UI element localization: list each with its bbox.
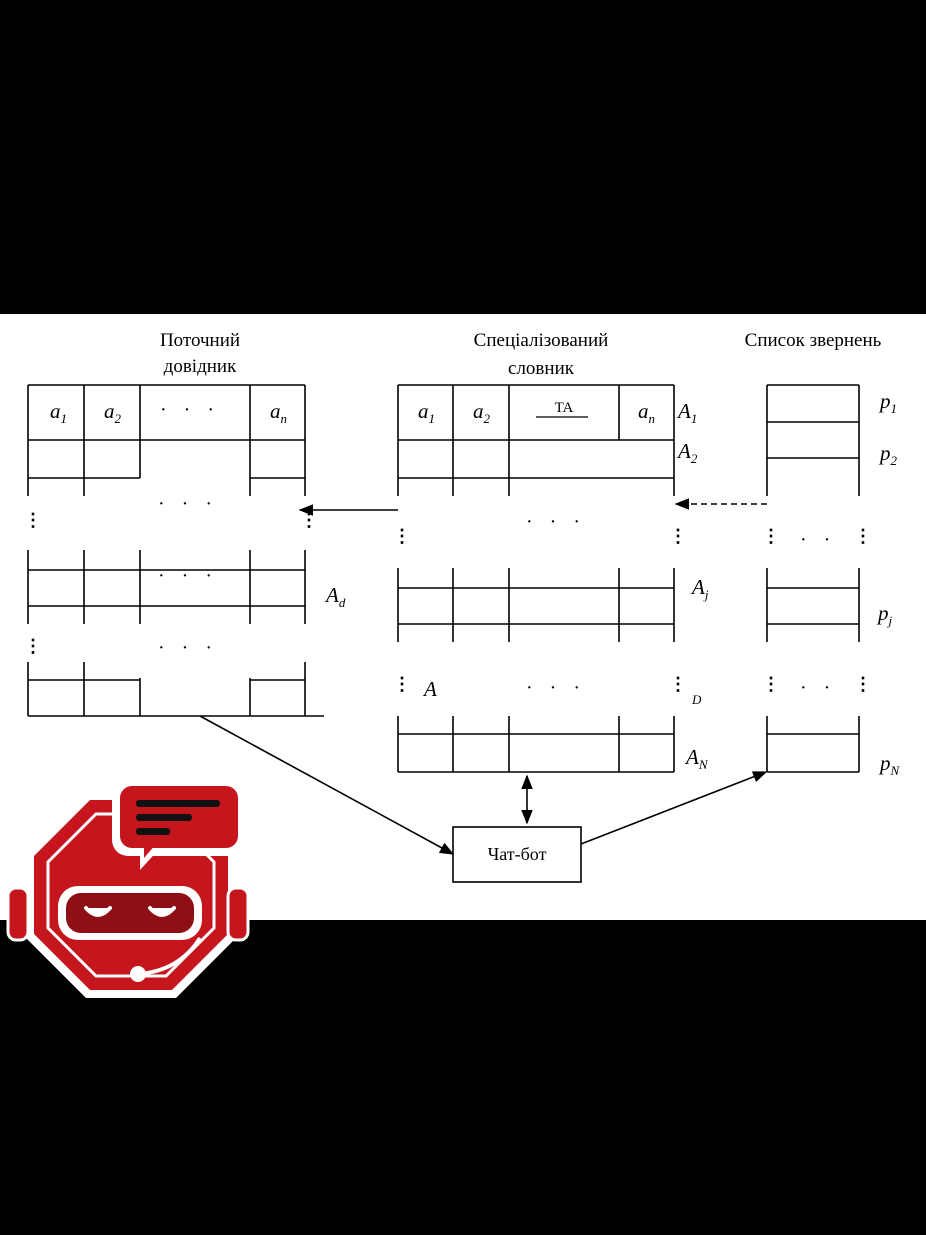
requests-title: Список звернень bbox=[745, 330, 882, 351]
current-ref-title-line1: Поточний bbox=[160, 330, 240, 351]
requests-list bbox=[766, 384, 860, 773]
requests-vdots-left-1: ⋮ bbox=[762, 526, 780, 546]
special-row-A1: A1 bbox=[676, 399, 697, 426]
current-dots-3: · · · bbox=[158, 637, 218, 659]
requests-vdots-right-2: ⋮ bbox=[854, 674, 872, 694]
special-dict-table bbox=[397, 384, 675, 773]
arrow-chatbot-to-requests bbox=[580, 771, 768, 845]
current-col-dots: · · · bbox=[160, 399, 220, 421]
robot-logo-icon bbox=[6, 778, 250, 998]
current-vdots-right-1: ⋮ bbox=[300, 510, 318, 530]
special-row-AN: AN bbox=[684, 745, 709, 772]
request-p2: p2 bbox=[878, 441, 898, 468]
current-col-a2: a2 bbox=[104, 399, 122, 426]
special-vdots-right-1: ⋮ bbox=[669, 526, 687, 546]
special-dict-title-line2: словник bbox=[508, 358, 575, 379]
current-col-an: an bbox=[270, 399, 287, 426]
current-row-Ad: Ad bbox=[324, 583, 346, 610]
requests-vdots-left-2: ⋮ bbox=[762, 674, 780, 694]
request-p1: p1 bbox=[878, 389, 897, 416]
special-col-a1: a1 bbox=[418, 399, 435, 426]
current-dots-1: · · · bbox=[158, 493, 218, 515]
current-col-a1: a1 bbox=[50, 399, 67, 426]
special-col-ta: TA bbox=[555, 400, 574, 416]
special-row-Aj: Aj bbox=[690, 575, 709, 602]
requests-dots-2: · · bbox=[800, 677, 836, 699]
special-vdots-left-1: ⋮ bbox=[393, 526, 411, 546]
special-row-A-left: A bbox=[422, 677, 437, 701]
special-col-an: an bbox=[638, 399, 655, 426]
current-dots-2: · · · bbox=[158, 565, 218, 587]
special-row-A2: A2 bbox=[676, 439, 698, 466]
special-dict-title-line1: Спеціалізований bbox=[474, 330, 609, 351]
request-pj: pj bbox=[876, 601, 893, 628]
special-dots-1: · · · bbox=[526, 511, 586, 533]
special-vdots-left-2: ⋮ bbox=[393, 674, 411, 694]
requests-vdots-right-1: ⋮ bbox=[854, 526, 872, 546]
special-col-a2: a2 bbox=[473, 399, 491, 426]
special-dots-2: · · · bbox=[526, 677, 586, 699]
special-row-D-sub: D bbox=[691, 692, 702, 707]
request-pN: pN bbox=[878, 751, 901, 778]
current-vdots-left-1: ⋮ bbox=[24, 510, 42, 530]
current-ref-table bbox=[27, 384, 324, 717]
current-ref-title-line2: довідник bbox=[164, 356, 237, 377]
diagram-svg: Поточний довідник Спеціалізований словни… bbox=[24, 330, 901, 883]
current-vdots-left-2: ⋮ bbox=[24, 636, 42, 656]
arrow-current-to-chatbot bbox=[199, 715, 455, 855]
special-vdots-right-2: ⋮ bbox=[669, 674, 687, 694]
requests-dots-1: · · bbox=[800, 529, 836, 551]
chatbot-label: Чат-бот bbox=[488, 844, 547, 864]
